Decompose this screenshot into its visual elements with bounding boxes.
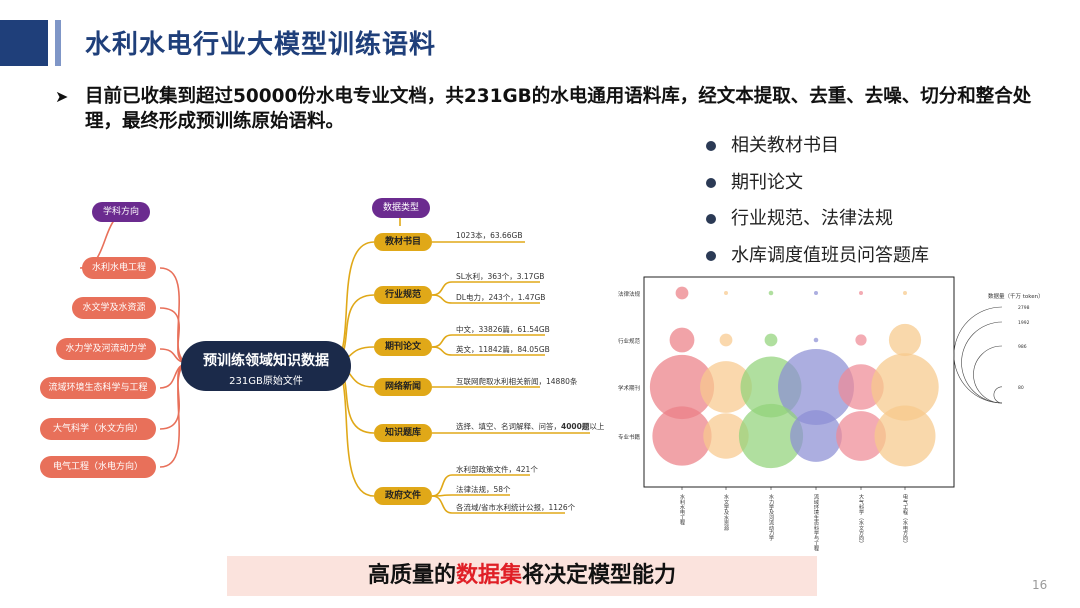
bubble bbox=[740, 356, 802, 418]
x-tick-label: 电气工程（水电方向） bbox=[902, 493, 908, 546]
bullet-dot-icon bbox=[706, 141, 716, 151]
x-tick-label: 水利水电工程 bbox=[679, 493, 685, 527]
data-detail-text: DL电力，243个，1.47GB bbox=[456, 293, 546, 302]
size-legend-arc bbox=[993, 386, 1003, 404]
bullet-dot-icon bbox=[706, 214, 716, 224]
x-tick-label: 大气科学（水文方向） bbox=[858, 493, 864, 546]
bubble bbox=[724, 291, 728, 295]
bullet-item: 相关教材书目 bbox=[706, 132, 929, 169]
data-detail-text: 各流域/省市水利统计公报，1126个 bbox=[456, 503, 576, 512]
bubble bbox=[768, 290, 774, 296]
data-type-node: 知识题库 bbox=[374, 424, 432, 442]
bubble bbox=[719, 333, 733, 347]
bubble bbox=[859, 291, 863, 295]
size-legend-value: 2798 bbox=[1018, 305, 1030, 311]
bubble bbox=[778, 349, 854, 425]
y-tick-label: 法律法规 bbox=[618, 290, 641, 298]
bubble bbox=[855, 334, 867, 346]
size-legend-arc bbox=[953, 306, 1003, 404]
bubble bbox=[871, 353, 939, 421]
bubble bbox=[888, 323, 922, 357]
data-type-node: 政府文件 bbox=[374, 487, 432, 505]
discipline-node: 水力学及河流动力学 bbox=[56, 338, 156, 360]
bullet-item: 期刊论文 bbox=[706, 169, 929, 206]
discipline-node: 水文学及水资源 bbox=[72, 297, 156, 319]
x-tick-label: 流域环境生态科学与工程 bbox=[813, 493, 819, 553]
data-type-node: 期刊论文 bbox=[374, 338, 432, 356]
title-deco-bar bbox=[55, 20, 61, 66]
right-header-badge: 数据类型 bbox=[372, 198, 430, 218]
arrow-bullet-icon: ➤ bbox=[55, 87, 69, 106]
conclusion-banner: 高质量的数据集将决定模型能力 bbox=[227, 556, 817, 596]
bubble bbox=[669, 327, 695, 353]
bubble bbox=[874, 405, 936, 467]
data-detail-text: 法律法规，58个 bbox=[456, 485, 511, 494]
bubble bbox=[703, 413, 749, 459]
title-deco-block bbox=[0, 20, 48, 66]
x-tick-label: 水文学及水资源 bbox=[723, 493, 729, 532]
bubble bbox=[649, 354, 715, 420]
size-legend-label: 数据量（千万 token） bbox=[988, 292, 1044, 300]
bubble bbox=[836, 411, 886, 461]
intro-paragraph: ➤ 目前已收集到超过50000份水电专业文档，共231GB的水电通用语料库，经文… bbox=[55, 84, 1055, 134]
discipline-node: 大气科学（水文方向） bbox=[40, 418, 156, 440]
y-tick-label: 学术期刊 bbox=[618, 384, 640, 392]
discipline-node: 流域环境生态科学与工程 bbox=[40, 377, 156, 399]
data-detail-text: 水利部政策文件，421个 bbox=[456, 465, 538, 474]
chart-frame bbox=[643, 276, 955, 488]
bubble bbox=[838, 364, 884, 410]
bubble bbox=[738, 403, 804, 469]
left-header-badge: 学科方向 bbox=[92, 202, 150, 222]
data-detail-text: 英文，11842篇，84.05GB bbox=[456, 345, 550, 354]
data-type-node: 网络新闻 bbox=[374, 378, 432, 396]
size-legend-value: 1992 bbox=[1018, 320, 1030, 326]
bubble bbox=[813, 337, 819, 343]
size-legend-arc bbox=[973, 345, 1003, 404]
bubble bbox=[790, 410, 842, 462]
size-legend-value: 80 bbox=[1018, 385, 1024, 391]
y-tick-label: 专业书籍 bbox=[618, 433, 641, 441]
banner-highlight: 数据集 bbox=[455, 563, 522, 588]
bubble bbox=[700, 361, 752, 413]
size-legend-arc bbox=[961, 321, 1003, 404]
bubble bbox=[764, 333, 778, 347]
discipline-node: 水利水电工程 bbox=[82, 257, 156, 279]
bullet-item: 行业规范、法律法规 bbox=[706, 205, 929, 242]
bubble bbox=[903, 291, 907, 295]
page-number: 16 bbox=[1032, 578, 1048, 592]
data-type-node: 教材书目 bbox=[374, 233, 432, 251]
discipline-node: 电气工程（水电方向） bbox=[40, 456, 156, 478]
bullet-item: 水库调度值班员问答题库 bbox=[706, 242, 929, 279]
bubble bbox=[675, 286, 689, 300]
data-detail-text: SL水利，363个，3.17GB bbox=[456, 272, 545, 281]
data-detail-text: 1023本，63.66GB bbox=[456, 231, 523, 240]
data-detail-text: 中文，33826篇，61.54GB bbox=[456, 325, 550, 334]
page-title: 水利水电行业大模型训练语料 bbox=[85, 30, 437, 60]
data-detail-text: 互联网爬取水利相关新闻，14880条 bbox=[456, 377, 578, 386]
source-bullet-list: 相关教材书目 期刊论文 行业规范、法律法规 水库调度值班员问答题库 bbox=[706, 132, 929, 278]
bullet-dot-icon bbox=[706, 250, 716, 261]
y-tick-label: 行业规范 bbox=[618, 337, 641, 345]
data-type-node: 行业规范 bbox=[374, 286, 432, 304]
bullet-dot-icon bbox=[706, 177, 716, 188]
intro-text: 目前已收集到超过50000份水电专业文档，共231GB的水电通用语料库，经文本提… bbox=[85, 86, 1032, 132]
data-detail-text: 选择、填空、名词解释、问答，4000题以上 bbox=[456, 422, 605, 431]
bubble bbox=[652, 406, 712, 466]
size-legend-value: 986 bbox=[1018, 344, 1027, 350]
bubble bbox=[814, 291, 818, 295]
x-tick-label: 水力学及河流动力学 bbox=[768, 493, 774, 542]
mindmap-center-node: 预训练领域知识数据 231GB原始文件 bbox=[181, 341, 351, 391]
